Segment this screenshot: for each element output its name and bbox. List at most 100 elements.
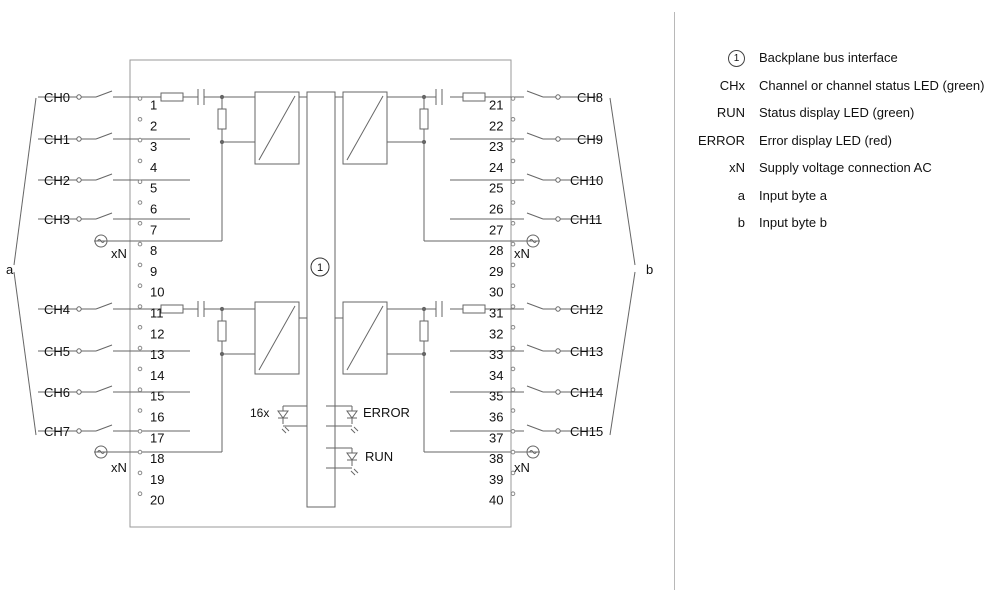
legend-key: a (737, 187, 745, 203)
bus-marker-icon: 1 (728, 50, 745, 68)
legend-description: Backplane bus interface (759, 50, 898, 65)
terminal-point (510, 449, 516, 455)
terminal-number: 7 (150, 222, 157, 237)
legend-key: 1 (728, 44, 745, 72)
channel-label: CH10 (570, 173, 603, 188)
error-led-label: ERROR (363, 405, 410, 420)
led-diode (346, 452, 358, 461)
terminal-number: 4 (150, 160, 157, 175)
terminal-point (510, 345, 516, 351)
terminal-number: 6 (150, 202, 157, 217)
terminal-number: 11 (150, 306, 164, 321)
terminal-point (137, 96, 143, 101)
wire-node (421, 139, 427, 145)
terminal-number: 12 (150, 326, 164, 341)
terminal-number: 23 (489, 139, 503, 154)
terminal-number: 17 (150, 430, 164, 445)
terminal-point (137, 117, 143, 122)
legend-key: b (737, 215, 745, 230)
terminal-point (137, 470, 143, 476)
terminal-number: 2 (150, 118, 157, 133)
group-label-b: b (646, 262, 653, 277)
terminal-point (510, 179, 516, 184)
wire-node (76, 389, 82, 395)
legend-key: ERROR (698, 132, 745, 148)
bus-marker-number: 1 (317, 262, 323, 274)
switch-contact (95, 173, 113, 181)
supply-label: xN (111, 246, 127, 261)
channel-label: CH12 (570, 302, 603, 317)
wire-node (76, 428, 82, 434)
legend-row: a Input byte a (690, 182, 995, 210)
terminal-number: 5 (150, 181, 157, 196)
channel-label: CH11 (570, 212, 602, 227)
wire-node (555, 177, 561, 183)
terminal-point (510, 387, 516, 393)
terminal-point (510, 158, 516, 164)
switch-contact (526, 344, 544, 352)
wire-node (555, 428, 561, 434)
terminal-point (510, 408, 516, 413)
isolation-diagonal (346, 95, 384, 161)
terminal-number: 8 (150, 243, 157, 258)
terminal-number: 28 (489, 243, 503, 258)
terminal-point (510, 366, 516, 372)
channel-label: CH14 (570, 385, 603, 400)
legend-description: Input byte a (759, 187, 827, 203)
backplane-bus-bar (306, 91, 336, 508)
terminal-number: 38 (489, 451, 503, 466)
terminal-number: 15 (150, 389, 164, 404)
switch-contact (95, 90, 113, 98)
terminal-point (137, 221, 143, 226)
terminal-point (137, 387, 143, 393)
switch-contact (526, 302, 544, 310)
terminal-number: 14 (150, 368, 164, 383)
channel-label: CH2 (44, 173, 70, 188)
terminal-point (510, 262, 516, 268)
wire-node (421, 94, 427, 100)
terminal-number: 10 (150, 285, 164, 300)
terminal-point (510, 429, 516, 434)
bus-marker-circle (310, 257, 330, 277)
channel-label: CH4 (44, 302, 70, 317)
switch-contact (95, 385, 113, 393)
terminal-number: 27 (489, 222, 503, 237)
terminal-point (137, 179, 143, 184)
terminal-number: 22 (489, 118, 503, 133)
channel-label: CH6 (44, 385, 70, 400)
legend-description: Error display LED (red) (759, 132, 892, 148)
terminal-number: 24 (489, 160, 503, 175)
resistor (462, 304, 486, 314)
channel-label: CH9 (577, 132, 603, 147)
terminal-number: 13 (150, 347, 164, 362)
terminal-number: 9 (150, 264, 157, 279)
group-label-a: a (6, 262, 14, 277)
resistor (217, 320, 227, 342)
wire-node (555, 94, 561, 100)
terminal-point (510, 325, 516, 330)
terminal-point (137, 137, 143, 143)
wire-node (555, 389, 561, 395)
supply-label: xN (111, 460, 127, 475)
terminal-point (510, 491, 516, 497)
resistor (217, 108, 227, 130)
led-light-ray (281, 428, 287, 434)
terminal-number: 18 (150, 451, 164, 466)
legend-description: Input byte b (759, 215, 827, 230)
terminal-point (137, 408, 143, 413)
terminal-point (137, 449, 143, 455)
terminal-number: 21 (489, 98, 503, 113)
switch-contact (95, 344, 113, 352)
terminal-number: 20 (150, 493, 164, 508)
wire-node (219, 306, 225, 312)
led-diode (277, 410, 289, 419)
wire-node (76, 306, 82, 312)
terminal-point (137, 200, 143, 205)
led-light-ray (353, 426, 359, 432)
led-light-ray (350, 470, 356, 476)
supply-label: xN (514, 246, 530, 261)
wire-node (219, 139, 225, 145)
led-count-label: 16x (250, 406, 269, 420)
terminal-point (510, 241, 516, 247)
legend-row: RUN Status display LED (green) (690, 99, 995, 127)
